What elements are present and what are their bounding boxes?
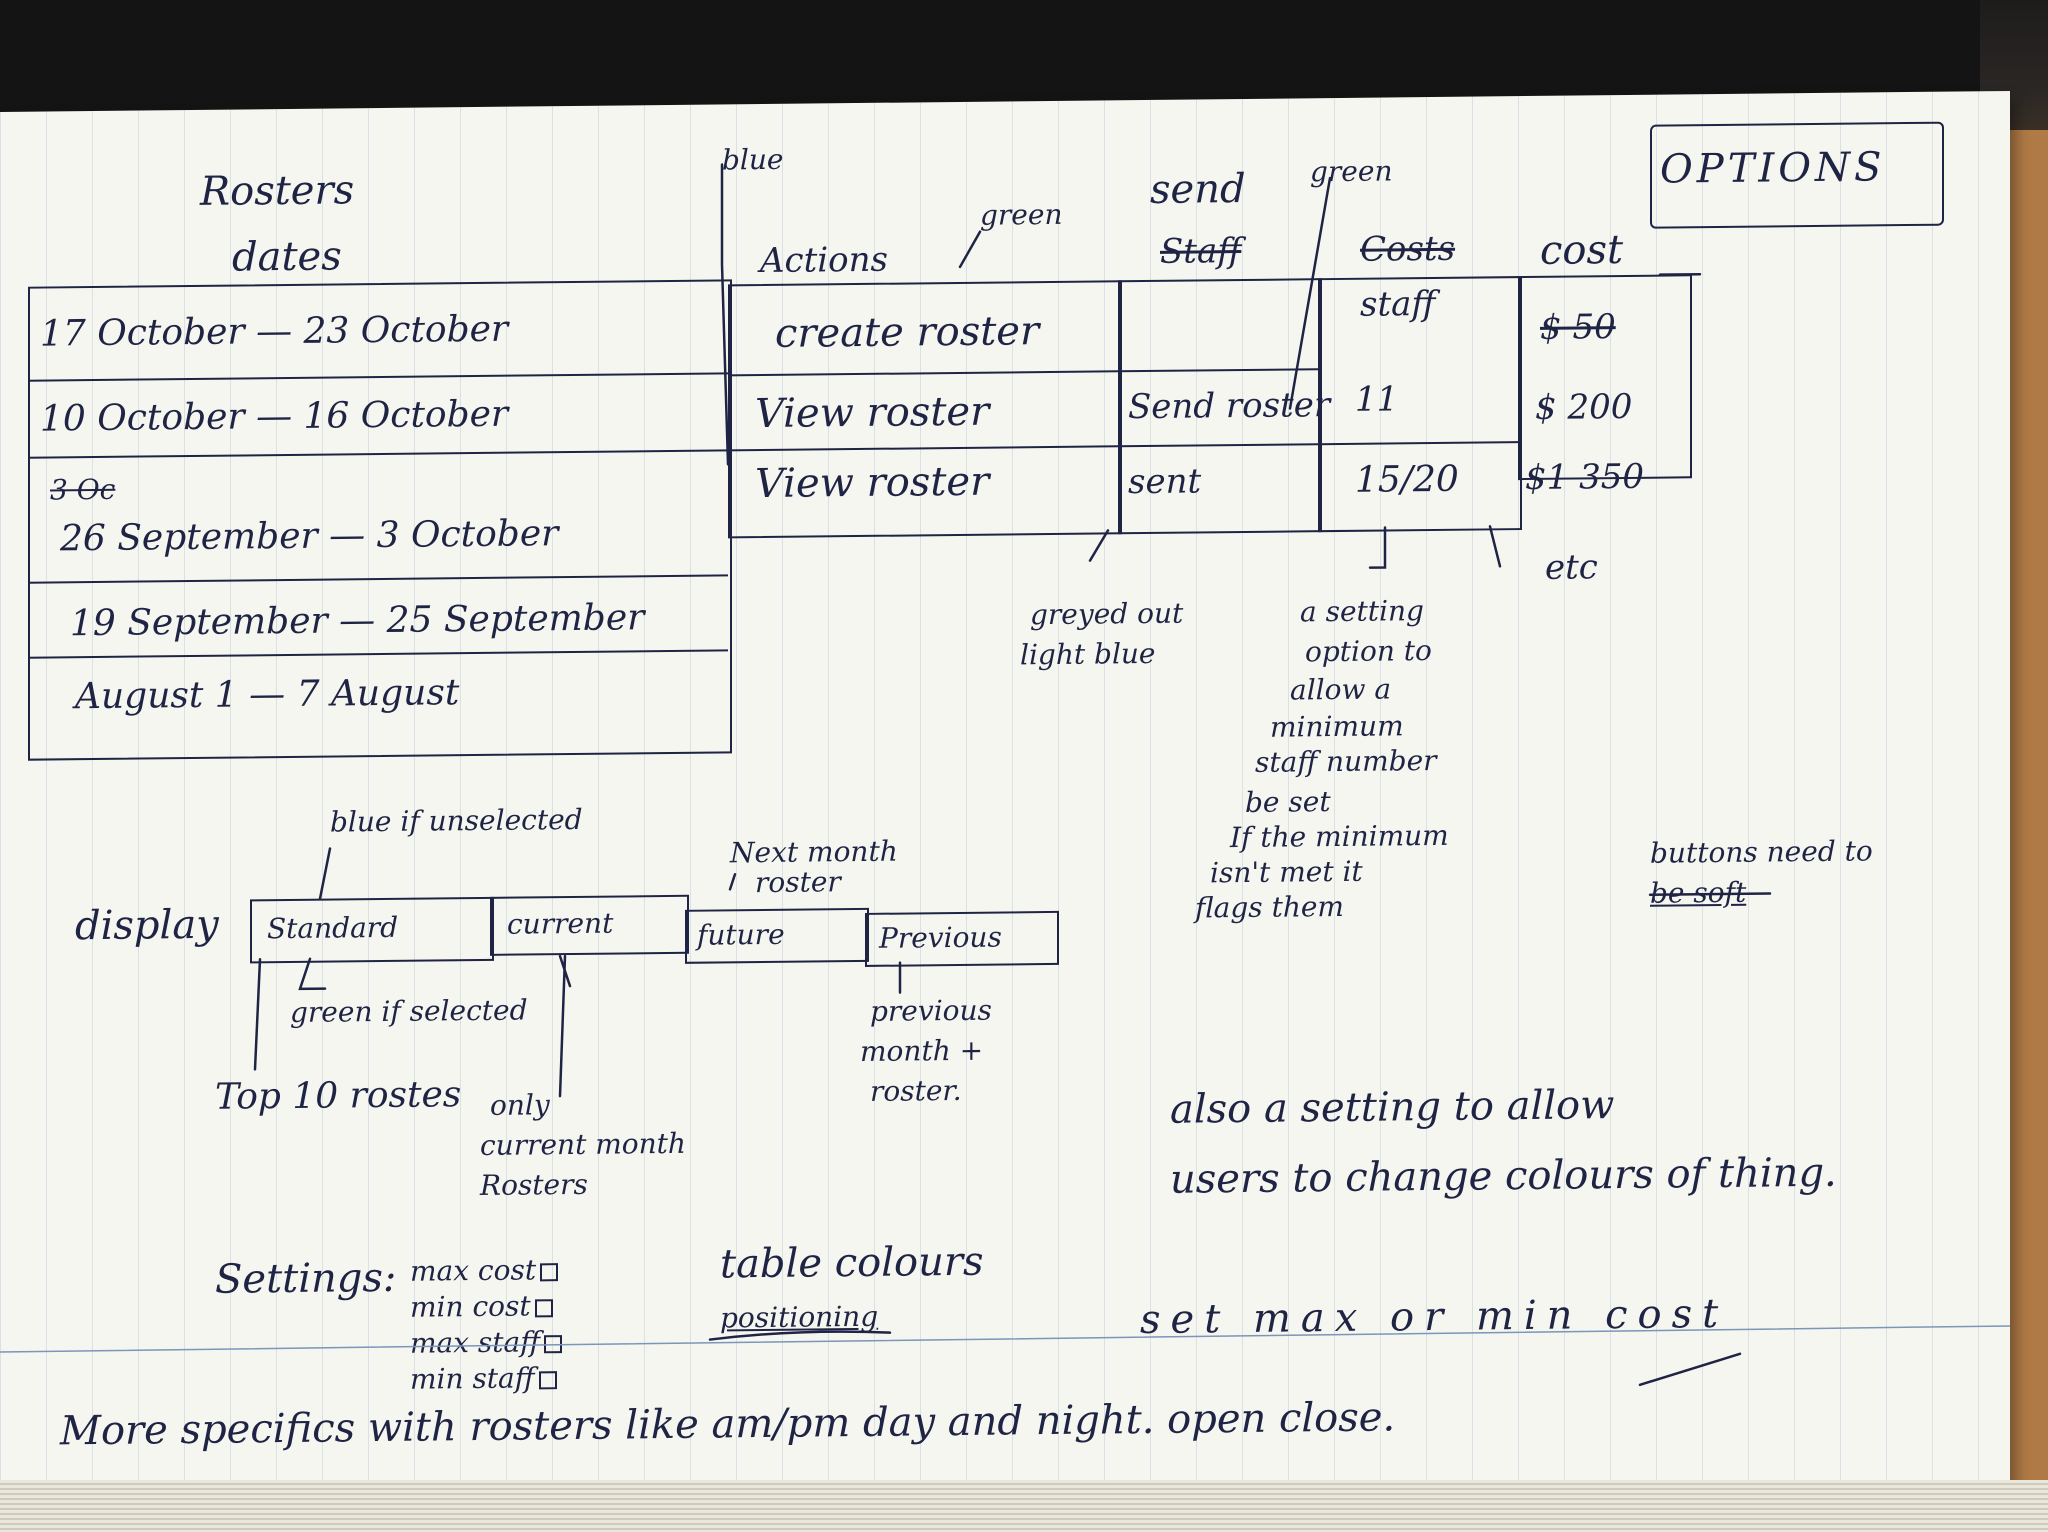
sketch-strokes — [0, 163, 2010, 1387]
notebook-page: Rosters dates blue 17 October — 23 Octob… — [0, 90, 2010, 1512]
notebook-page-edges — [0, 1480, 2048, 1532]
laptop-edge — [0, 0, 1980, 112]
